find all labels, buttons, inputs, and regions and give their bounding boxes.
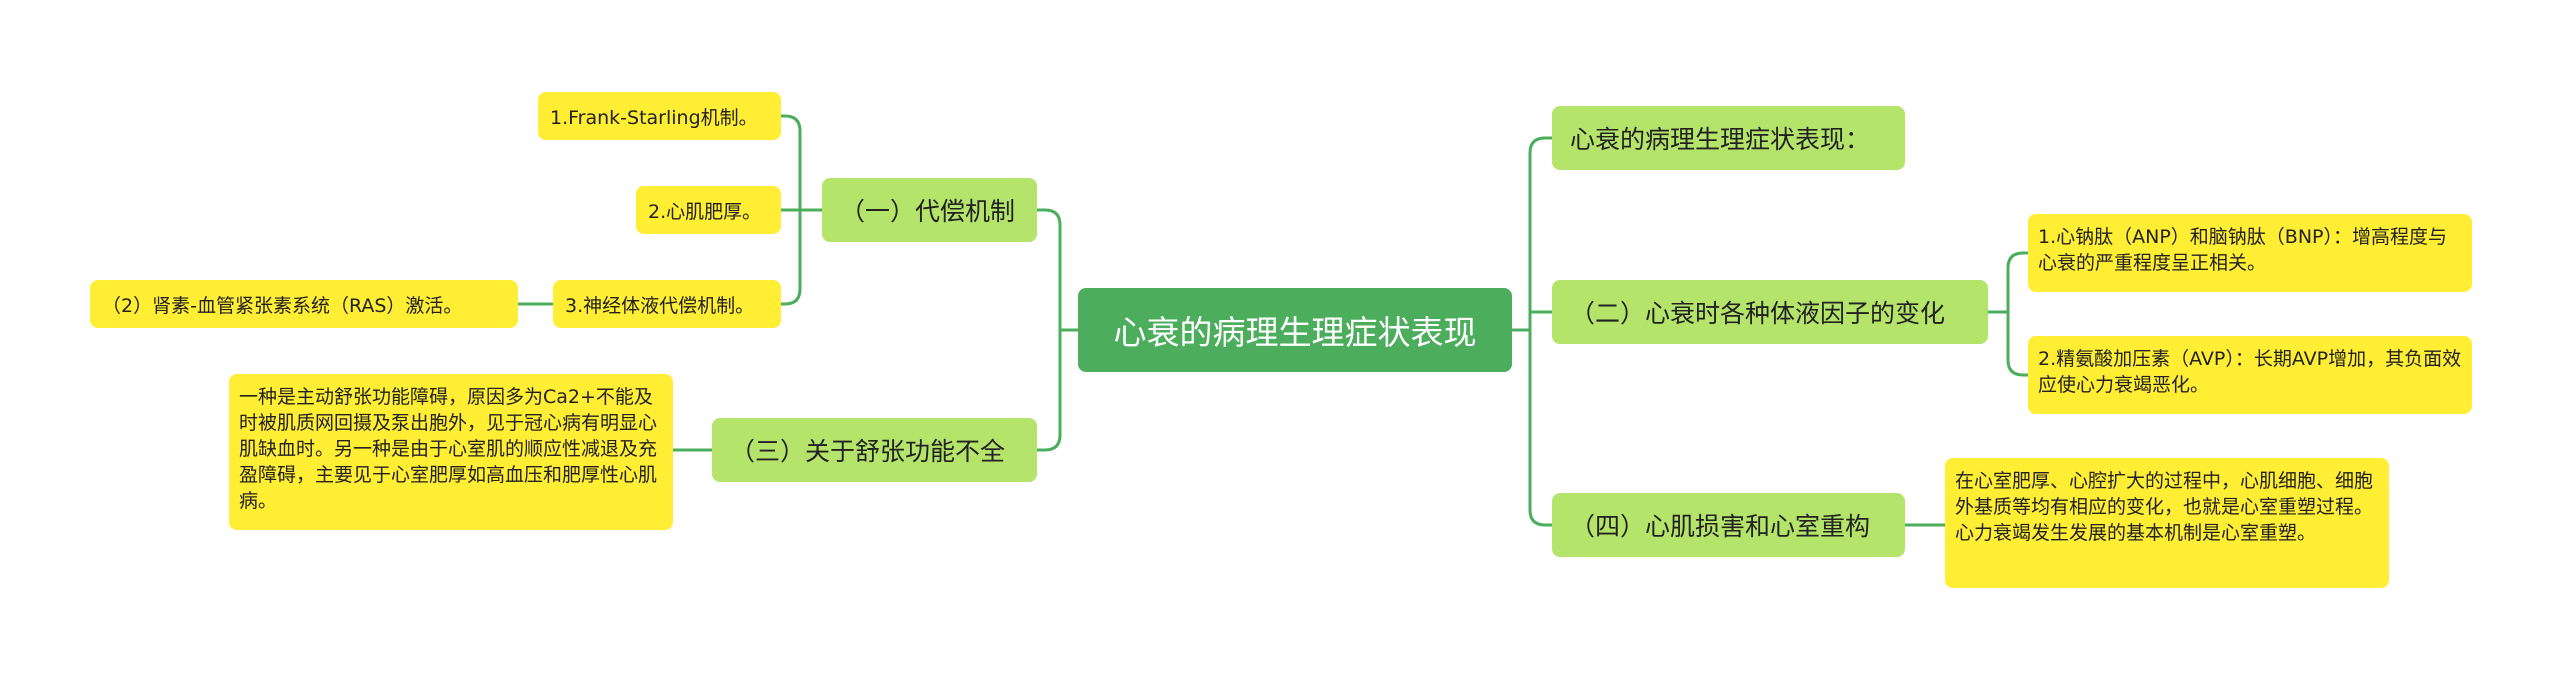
leaf-avp-text: 2.精氨酸加压素（AVP）：长期AVP增加，其负面效应使心力衰竭恶化。	[2038, 348, 2462, 396]
root-title: 心衰的病理生理症状表现	[1113, 313, 1477, 352]
link-branch1-c1	[781, 114, 822, 212]
link-root-intro	[1512, 136, 1552, 332]
leaf-hypertrophy[interactable]: 2.心肌肥厚。	[636, 186, 781, 234]
link-root-branch1	[1037, 208, 1078, 332]
leaf-anp-bnp[interactable]: 1.心钠肽（ANP）和脑钠肽（BNP）：增高程度与心衰的严重程度呈正相关。	[2028, 214, 2472, 292]
link-root-branch4	[1512, 328, 1552, 527]
branch-intro-label: 心衰的病理生理症状表现：	[1570, 125, 1871, 154]
leaf-anp-bnp-text: 1.心钠肽（ANP）和脑钠肽（BNP）：增高程度与心衰的严重程度呈正相关。	[2038, 226, 2448, 274]
leaf-neurohumoral-text: 3.神经体液代偿机制。	[565, 294, 755, 317]
branch-compensation-label: （一）代偿机制	[840, 197, 1016, 226]
branch-diastolic[interactable]: （三）关于舒张功能不全	[712, 418, 1037, 482]
leaf-ras-activation-text: （2）肾素-血管紧张素系统（RAS）激活。	[102, 294, 463, 317]
branch-compensation[interactable]: （一）代偿机制	[822, 178, 1037, 242]
link-root-branch3	[1037, 328, 1078, 452]
branch-humoral-factors[interactable]: （二）心衰时各种体液因子的变化	[1552, 280, 1988, 344]
root-node[interactable]: 心衰的病理生理症状表现	[1078, 288, 1512, 372]
leaf-hypertrophy-text: 2.心肌肥厚。	[648, 200, 762, 223]
leaf-frank-starling[interactable]: 1.Frank-Starling机制。	[538, 92, 781, 140]
leaf-diastolic-detail[interactable]: 一种是主动舒张功能障碍，原因多为Ca2+不能及时被肌质网回摄及泵出胞外，见于冠心…	[229, 374, 673, 530]
branch-diastolic-label: （三）关于舒张功能不全	[730, 437, 1006, 466]
leaf-ras-activation[interactable]: （2）肾素-血管紧张素系统（RAS）激活。	[90, 280, 518, 328]
branch-remodeling-label: （四）心肌损害和心室重构	[1570, 512, 1871, 541]
leaf-frank-starling-text: 1.Frank-Starling机制。	[550, 106, 758, 129]
branch-humoral-factors-label: （二）心衰时各种体液因子的变化	[1570, 299, 1946, 328]
branch-intro[interactable]: 心衰的病理生理症状表现：	[1552, 106, 1905, 170]
link-root-branch2	[1512, 310, 1552, 332]
branch-remodeling[interactable]: （四）心肌损害和心室重构	[1552, 493, 1905, 557]
leaf-diastolic-detail-text: 一种是主动舒张功能障碍，原因多为Ca2+不能及时被肌质网回摄及泵出胞外，见于冠心…	[239, 386, 658, 512]
leaf-remodeling-detail[interactable]: 在心室肥厚、心腔扩大的过程中，心肌细胞、细胞外基质等均有相应的变化，也就是心室重…	[1945, 458, 2389, 588]
link-branch2-c1	[1988, 251, 2028, 314]
link-branch1-c3	[781, 208, 822, 306]
leaf-avp[interactable]: 2.精氨酸加压素（AVP）：长期AVP增加，其负面效应使心力衰竭恶化。	[2028, 336, 2472, 414]
leaf-remodeling-detail-text: 在心室肥厚、心腔扩大的过程中，心肌细胞、细胞外基质等均有相应的变化，也就是心室重…	[1955, 470, 2374, 544]
link-branch2-c2	[1988, 310, 2028, 377]
leaf-neurohumoral[interactable]: 3.神经体液代偿机制。	[553, 280, 781, 328]
